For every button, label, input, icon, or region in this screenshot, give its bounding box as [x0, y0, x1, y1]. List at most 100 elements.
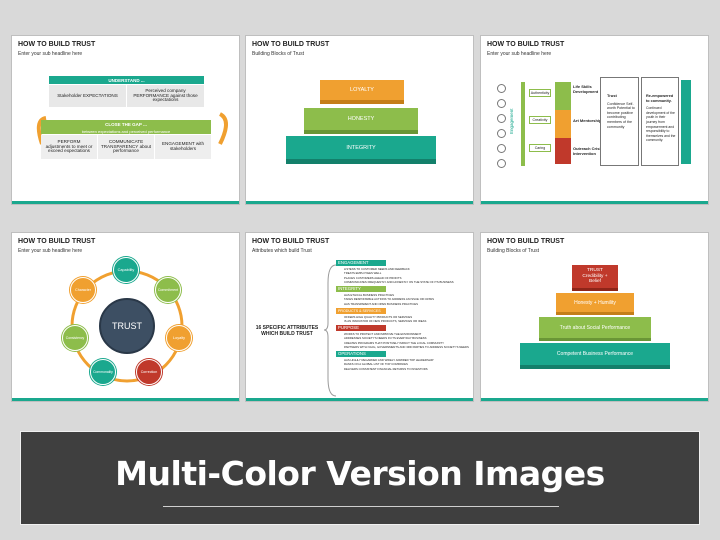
communicate-head: COMMUNICATE: [108, 139, 144, 145]
slide-thumbnail-1[interactable]: HOW TO BUILD TRUST Enter your sub headli…: [11, 35, 240, 205]
mid-item-life-skills: Life Skills Development: [573, 84, 599, 94]
cycle-arrows-icon: [36, 112, 228, 145]
slide-subtitle: Enter your sub headline here: [487, 51, 552, 57]
attr-item: TAKES RESPONSIBLE ACTIONS TO ADDRESS AN …: [344, 297, 434, 302]
reempower-column: Re-empowered to community. Continued dev…: [641, 77, 679, 166]
trust-column-title: Trust: [607, 93, 617, 98]
attr-item: HAS ETHICAL BUSINESS PRACTICES: [344, 293, 394, 297]
attr-item: COMMUNICATES FREQUENTLY AND HONESTLY ON …: [344, 280, 454, 285]
slide-title: HOW TO BUILD TRUST: [252, 41, 330, 48]
section-items-integrity: HAS ETHICAL BUSINESS PRACTICES TAKES RES…: [344, 293, 434, 306]
slide-footer-bar: [246, 201, 473, 204]
attributes-label: 16 SPECIFIC ATTRIBUTES WHICH BUILD TRUST: [255, 325, 319, 337]
perform-head: PERFORM: [57, 139, 81, 145]
pyramid-level-middle: HONESTY: [304, 108, 418, 134]
section-items-products: OFFERS HIGH QUALITY PRODUCTS OR SERVICES…: [344, 315, 426, 324]
mid-item-art-mentorship: Art Mentorship: [573, 118, 602, 123]
slide-subtitle: Attributes which build Trust: [252, 248, 312, 254]
reempower-column-text: Continued development of the youth in th…: [646, 106, 676, 143]
section-head-engagement: ENGAGEMENT: [336, 260, 386, 266]
section-items-purpose: WORKS TO PROTECT AND IMPROVE THE ENVIRON…: [344, 332, 469, 350]
banner: Multi-Color Version Images: [20, 431, 700, 525]
pill-caring: Caring: [529, 144, 551, 152]
slide-subtitle: Enter your sub headline here: [18, 51, 83, 57]
gap-subtitle: between expectations and perceived perfo…: [41, 128, 211, 134]
slide-subtitle: Enter your sub headline here: [18, 248, 83, 254]
attr-item: OFFERS HIGH QUALITY PRODUCTS OR SERVICES: [344, 315, 413, 319]
bracket-icon: [324, 264, 337, 397]
node-correction: Correction: [136, 359, 162, 385]
section-head-purpose: PURPOSE: [336, 325, 386, 331]
understand-header: UNDERSTAND ...: [49, 76, 204, 84]
slide-thumbnail-6[interactable]: HOW TO BUILD TRUST Building Blocks of Tr…: [480, 232, 709, 402]
section-items-operations: HAS HIGHLY REGARDED AND WIDELY ADMIRED T…: [344, 358, 433, 371]
color-block-orange: [555, 110, 571, 138]
mid-item-outreach: Outreach Crisis Intervention: [573, 146, 603, 156]
slide-footer-bar: [481, 398, 708, 401]
node-character: Character: [70, 277, 96, 303]
pyramid-level-2: Honesty + Humility: [556, 293, 634, 315]
circle-icon: [497, 144, 506, 153]
communicate-text: TRANSPARENCY about performance: [100, 143, 152, 154]
pyramid-level-base: INTEGRITY: [286, 136, 436, 164]
pill-authenticity: Authenticity: [529, 89, 551, 97]
circle-icon: [497, 129, 506, 138]
slide-subtitle: Building Blocks of Trust: [487, 248, 539, 254]
node-consistency: Consistency: [62, 325, 88, 351]
node-loyalty: Loyalty: [166, 325, 192, 351]
section-head-integrity: INTEGRITY: [336, 286, 386, 292]
node-capability: Capability: [113, 257, 139, 283]
trust-center-circle: TRUST: [99, 298, 155, 354]
engagement-box: ENGAGEMENT with stakeholders: [155, 135, 211, 159]
trust-column-text: Confidence Self-worth Potential to becom…: [607, 101, 635, 129]
slide-title: HOW TO BUILD TRUST: [487, 41, 565, 48]
engagement-side-label: Engagement: [509, 108, 514, 134]
attr-item: PLACES CUSTOMERS AHEAD OF PROFITS: [344, 275, 402, 280]
color-block-red: [555, 138, 571, 164]
circle-icon: [497, 99, 506, 108]
understand-left: Stakeholder EXPECTATIONS: [49, 85, 126, 107]
reempower-column-title: Re-empowered to community.: [646, 94, 674, 103]
attr-item: PARTNERS WITH NGOs, GOVERNMENTS AND 3RD …: [344, 345, 469, 350]
section-head-products: PRODUCTS & SERVICES: [336, 308, 386, 314]
attr-item: RANKS ON A GLOBAL LIST OF TOP COMPANIES: [344, 362, 408, 367]
pill-creativity: Creativity: [529, 116, 551, 124]
slide-footer-bar: [246, 398, 473, 401]
attr-item: ADDRESSES SOCIETY'S NEEDS IN ITS EVERYDA…: [344, 336, 427, 341]
perform-text: adjustments to meet or exceed expectatio…: [45, 143, 93, 154]
perform-box: PERFORM adjustments to meet or exceed ex…: [41, 135, 97, 159]
banner-title: Multi-Color Version Images: [115, 454, 605, 493]
node-commitment: Commitment: [155, 277, 181, 303]
circle-icon: [497, 114, 506, 123]
slide-footer-bar: [12, 201, 239, 204]
understand-right: Perceived company PERFORMANCE against th…: [127, 85, 204, 107]
attr-item: IS AN INNOVATOR OF NEW PRODUCTS, SERVICE…: [344, 319, 427, 324]
section-items-engagement: LISTENS TO CUSTOMER NEEDS AND FEEDBACK T…: [344, 267, 454, 285]
node-commonality: Commonality: [90, 359, 116, 385]
communicate-box: COMMUNICATE TRANSPARENCY about performan…: [98, 135, 154, 159]
attr-item: CREATES PROGRAMS THAT POSITIVELY IMPACT …: [344, 340, 444, 345]
slide-thumbnail-4[interactable]: HOW TO BUILD TRUST Enter your sub headli…: [11, 232, 240, 402]
slide-footer-bar: [481, 201, 708, 204]
pyramid-level-4: Competent Business Performance: [520, 343, 670, 369]
attr-item: HAS HIGHLY REGARDED AND WIDELY ADMIRED T…: [344, 358, 434, 362]
attr-item: DELIVERS CONSISTENT FINANCIAL RETURNS TO…: [344, 366, 428, 371]
slide-thumbnail-3[interactable]: HOW TO BUILD TRUST Enter your sub headli…: [480, 35, 709, 205]
right-accent-bar: [681, 80, 691, 164]
slide-title: HOW TO BUILD TRUST: [18, 238, 96, 245]
color-block-green: [555, 82, 571, 110]
slide-title: HOW TO BUILD TRUST: [487, 238, 565, 245]
attr-item: HAS TRANSPARENT AND OPEN BUSINESS PRACTI…: [344, 301, 418, 306]
banner-underline: [163, 506, 559, 507]
slide-thumbnail-2[interactable]: HOW TO BUILD TRUST Building Blocks of Tr…: [245, 35, 474, 205]
slide-footer-bar: [12, 398, 239, 401]
side-bar: [521, 82, 525, 166]
slide-thumbnail-5[interactable]: HOW TO BUILD TRUST Attributes which buil…: [245, 232, 474, 402]
gap-header: CLOSE THE GAP ...: [41, 120, 211, 128]
pyramid-level-1: TRUST Credibility + Belief: [572, 265, 618, 291]
circle-icon: [497, 159, 506, 168]
pyramid-level-top: LOYALTY: [320, 80, 404, 104]
attr-item: LISTENS TO CUSTOMER NEEDS AND FEEDBACK: [344, 267, 410, 271]
pyramid-level-3: Truth about Social Performance: [539, 317, 651, 341]
trust-column: Trust Confidence Self-worth Potential to…: [600, 77, 639, 166]
